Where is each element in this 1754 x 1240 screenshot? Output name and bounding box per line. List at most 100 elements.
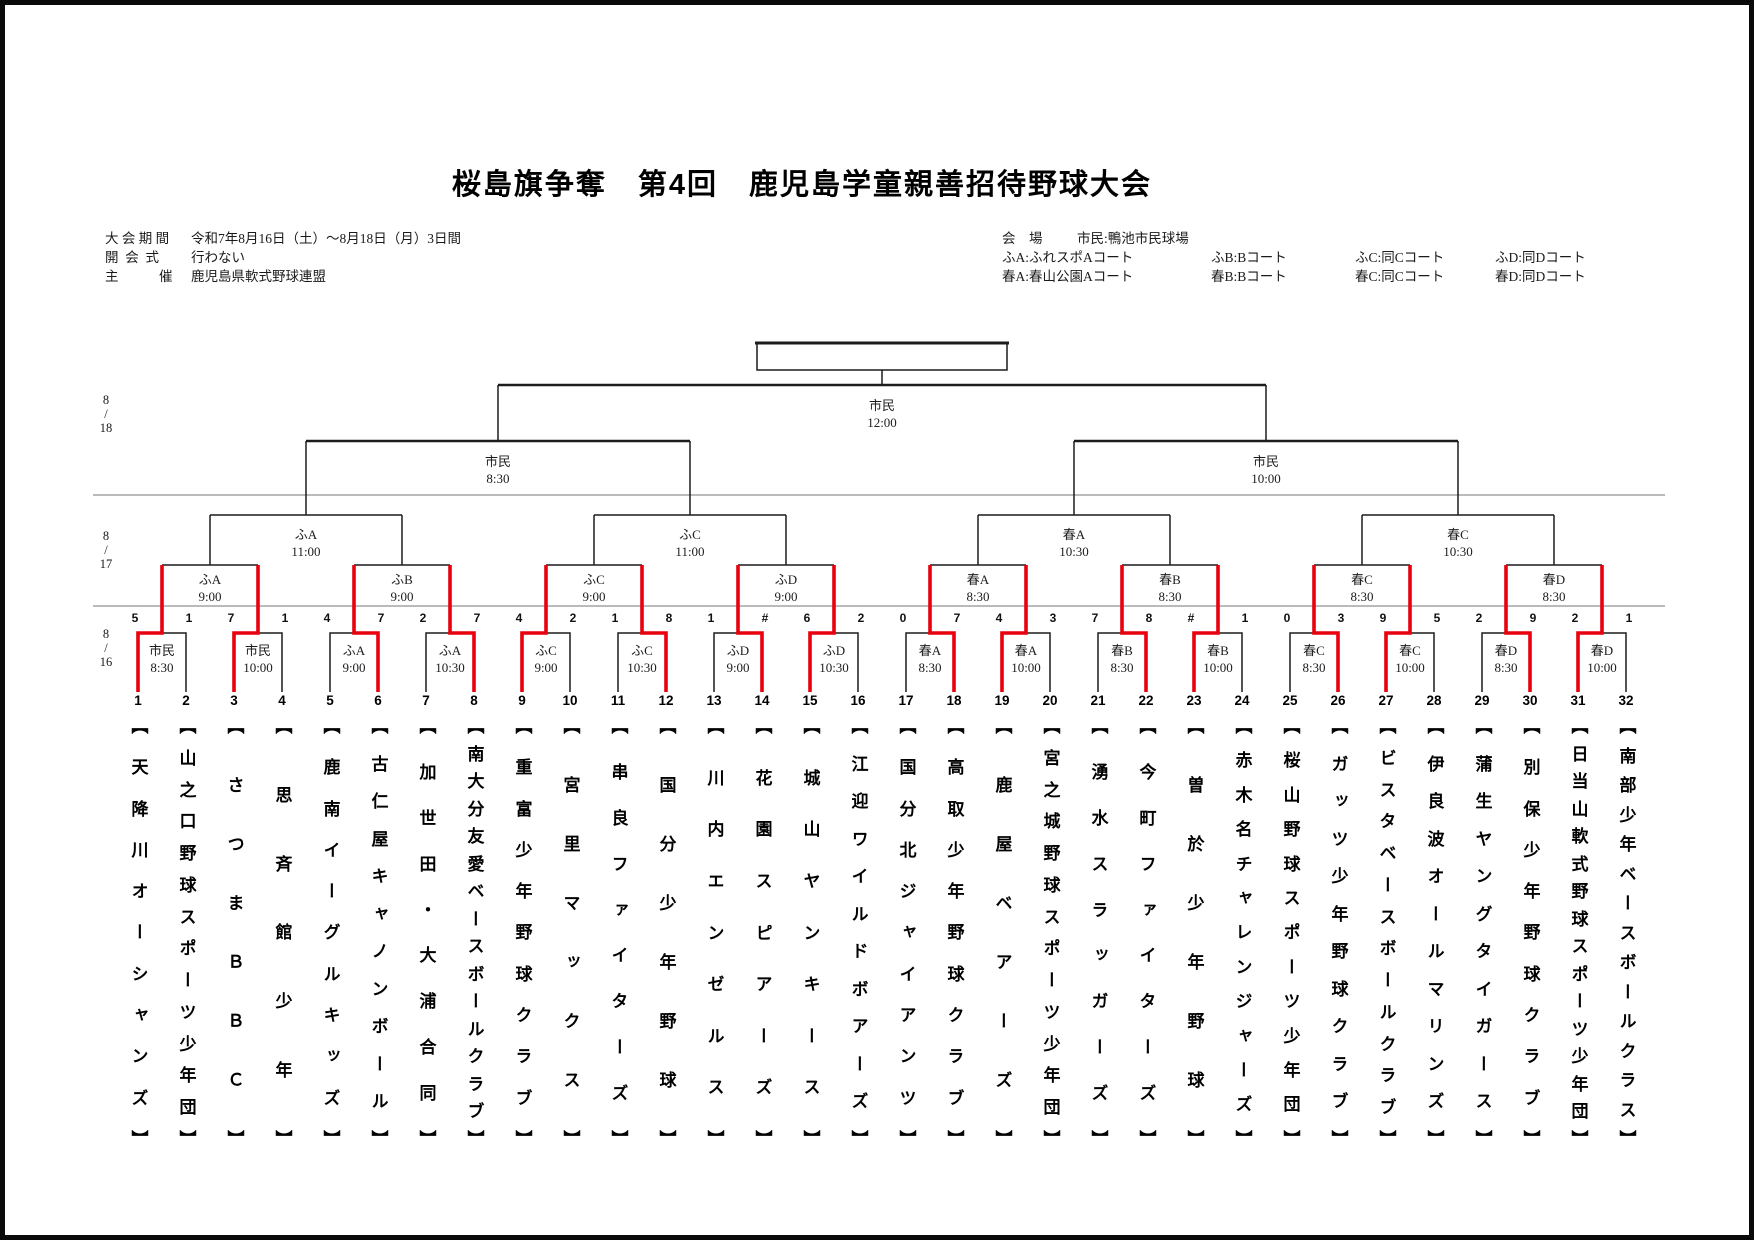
match-venue: ふC	[583, 572, 605, 587]
name-char: 木	[1232, 785, 1252, 803]
winner-path	[736, 565, 764, 692]
name-bracket-open: 【	[224, 717, 244, 734]
winner-path	[1120, 565, 1148, 692]
name-char: 斉	[272, 854, 292, 872]
name-char: キ	[320, 1006, 340, 1024]
team-number: 1	[134, 693, 142, 708]
name-char: ノ	[368, 942, 388, 960]
team-name: 【曽於少年野球】	[1182, 717, 1206, 1147]
name-bracket-open: 【	[656, 717, 676, 734]
name-char: ル	[848, 904, 868, 922]
name-char: 球	[176, 875, 196, 893]
match-score: 2	[1571, 611, 1579, 625]
name-char: ク	[464, 1047, 484, 1065]
name-char: 富	[512, 799, 532, 817]
name-char: エ	[704, 871, 724, 889]
name-char: ポ	[1568, 964, 1588, 982]
name-bracket-open: 【	[272, 717, 292, 734]
name-char: ク	[1328, 1017, 1348, 1035]
name-char: 球	[1568, 909, 1588, 927]
name-char: ャ	[1232, 889, 1252, 907]
court-assignment: 春A:春山公園Aコート	[1002, 269, 1134, 284]
name-char: 団	[176, 1098, 196, 1116]
name-char: 年	[1520, 882, 1540, 900]
name-char: ル	[1424, 942, 1444, 960]
name-char: 年	[272, 1061, 292, 1079]
name-char: 野	[176, 844, 196, 862]
round-date-label: 8 / 17	[99, 529, 113, 571]
name-char: ズ	[848, 1092, 868, 1110]
name-char: 花	[752, 768, 772, 786]
name-char: ス	[560, 1071, 580, 1088]
match-time: 8:30	[1110, 660, 1134, 675]
name-bracket-open: 【	[800, 717, 820, 734]
name-char: 球	[1328, 979, 1348, 997]
name-char: 於	[1184, 835, 1204, 852]
name-bracket-close: 】	[1616, 1130, 1636, 1147]
team-number: 27	[1378, 693, 1394, 708]
name-char: 少	[1040, 1034, 1060, 1052]
name-char: ス	[800, 1078, 820, 1096]
name-char: 屋	[368, 829, 388, 847]
name-char: ガ	[1088, 992, 1108, 1010]
name-char: 内	[704, 820, 724, 838]
name-char: 取	[944, 799, 964, 817]
name-char: ル	[320, 964, 340, 982]
name-char: ス	[1616, 1100, 1636, 1118]
name-char: ス	[1616, 923, 1636, 941]
name-char: 野	[656, 1012, 676, 1029]
name-char: ス	[1376, 907, 1396, 925]
name-bracket-open: 【	[1616, 717, 1636, 734]
name-char: 波	[1424, 829, 1444, 847]
team-number: 2	[182, 693, 190, 708]
team-name: 【ビスタベースボールクラブ】	[1374, 717, 1398, 1147]
team-name: 【今町ファイターズ】	[1134, 717, 1158, 1147]
name-char: 野	[512, 923, 532, 941]
name-char: ズ	[608, 1084, 628, 1101]
name-bracket-close: 】	[1040, 1129, 1060, 1147]
bracket-lines	[93, 341, 1665, 692]
name-char: ツ	[1280, 992, 1300, 1010]
name-char: ス	[1472, 1092, 1492, 1110]
name-char: ブ	[1376, 1098, 1396, 1116]
name-char: 保	[1520, 799, 1540, 817]
match-score: 2	[857, 611, 865, 625]
name-char: 園	[752, 820, 772, 838]
team-name: 【天降川オーシャンズ】	[126, 717, 150, 1147]
team-name: 【山之口野球スポーツ少年団】	[174, 717, 198, 1147]
name-char: ー	[368, 1054, 388, 1072]
name-char: ク	[512, 1006, 532, 1024]
team-number: 21	[1090, 693, 1106, 708]
match-venue: ふA	[438, 643, 462, 658]
name-char: ラ	[464, 1074, 484, 1092]
name-bracket-open: 【	[992, 717, 1012, 734]
name-char: ズ	[320, 1088, 340, 1106]
name-char: 田	[416, 854, 436, 872]
winner-path	[808, 565, 836, 692]
name-char: ポ	[176, 939, 196, 957]
name-bracket-open: 【	[1232, 717, 1252, 734]
name-char: イ	[848, 867, 868, 885]
team-name: 【国分北ジャイアンツ】	[894, 717, 918, 1147]
name-bracket-open: 【	[896, 717, 916, 734]
name-char: ル	[368, 1092, 388, 1110]
match-venue: ふC	[679, 527, 701, 542]
match-score: 5	[1433, 611, 1441, 625]
name-char: シ	[128, 964, 148, 982]
name-char: つ	[224, 835, 244, 852]
name-char: イ	[896, 964, 916, 982]
match-score: 9	[1529, 611, 1537, 625]
name-bracket-close: 】	[896, 1129, 916, 1147]
match-score: 6	[803, 611, 811, 625]
winner-path	[1312, 565, 1340, 692]
name-char: ボ	[1616, 953, 1636, 970]
team-name: 【別保少年野球クラブ】	[1518, 717, 1542, 1147]
